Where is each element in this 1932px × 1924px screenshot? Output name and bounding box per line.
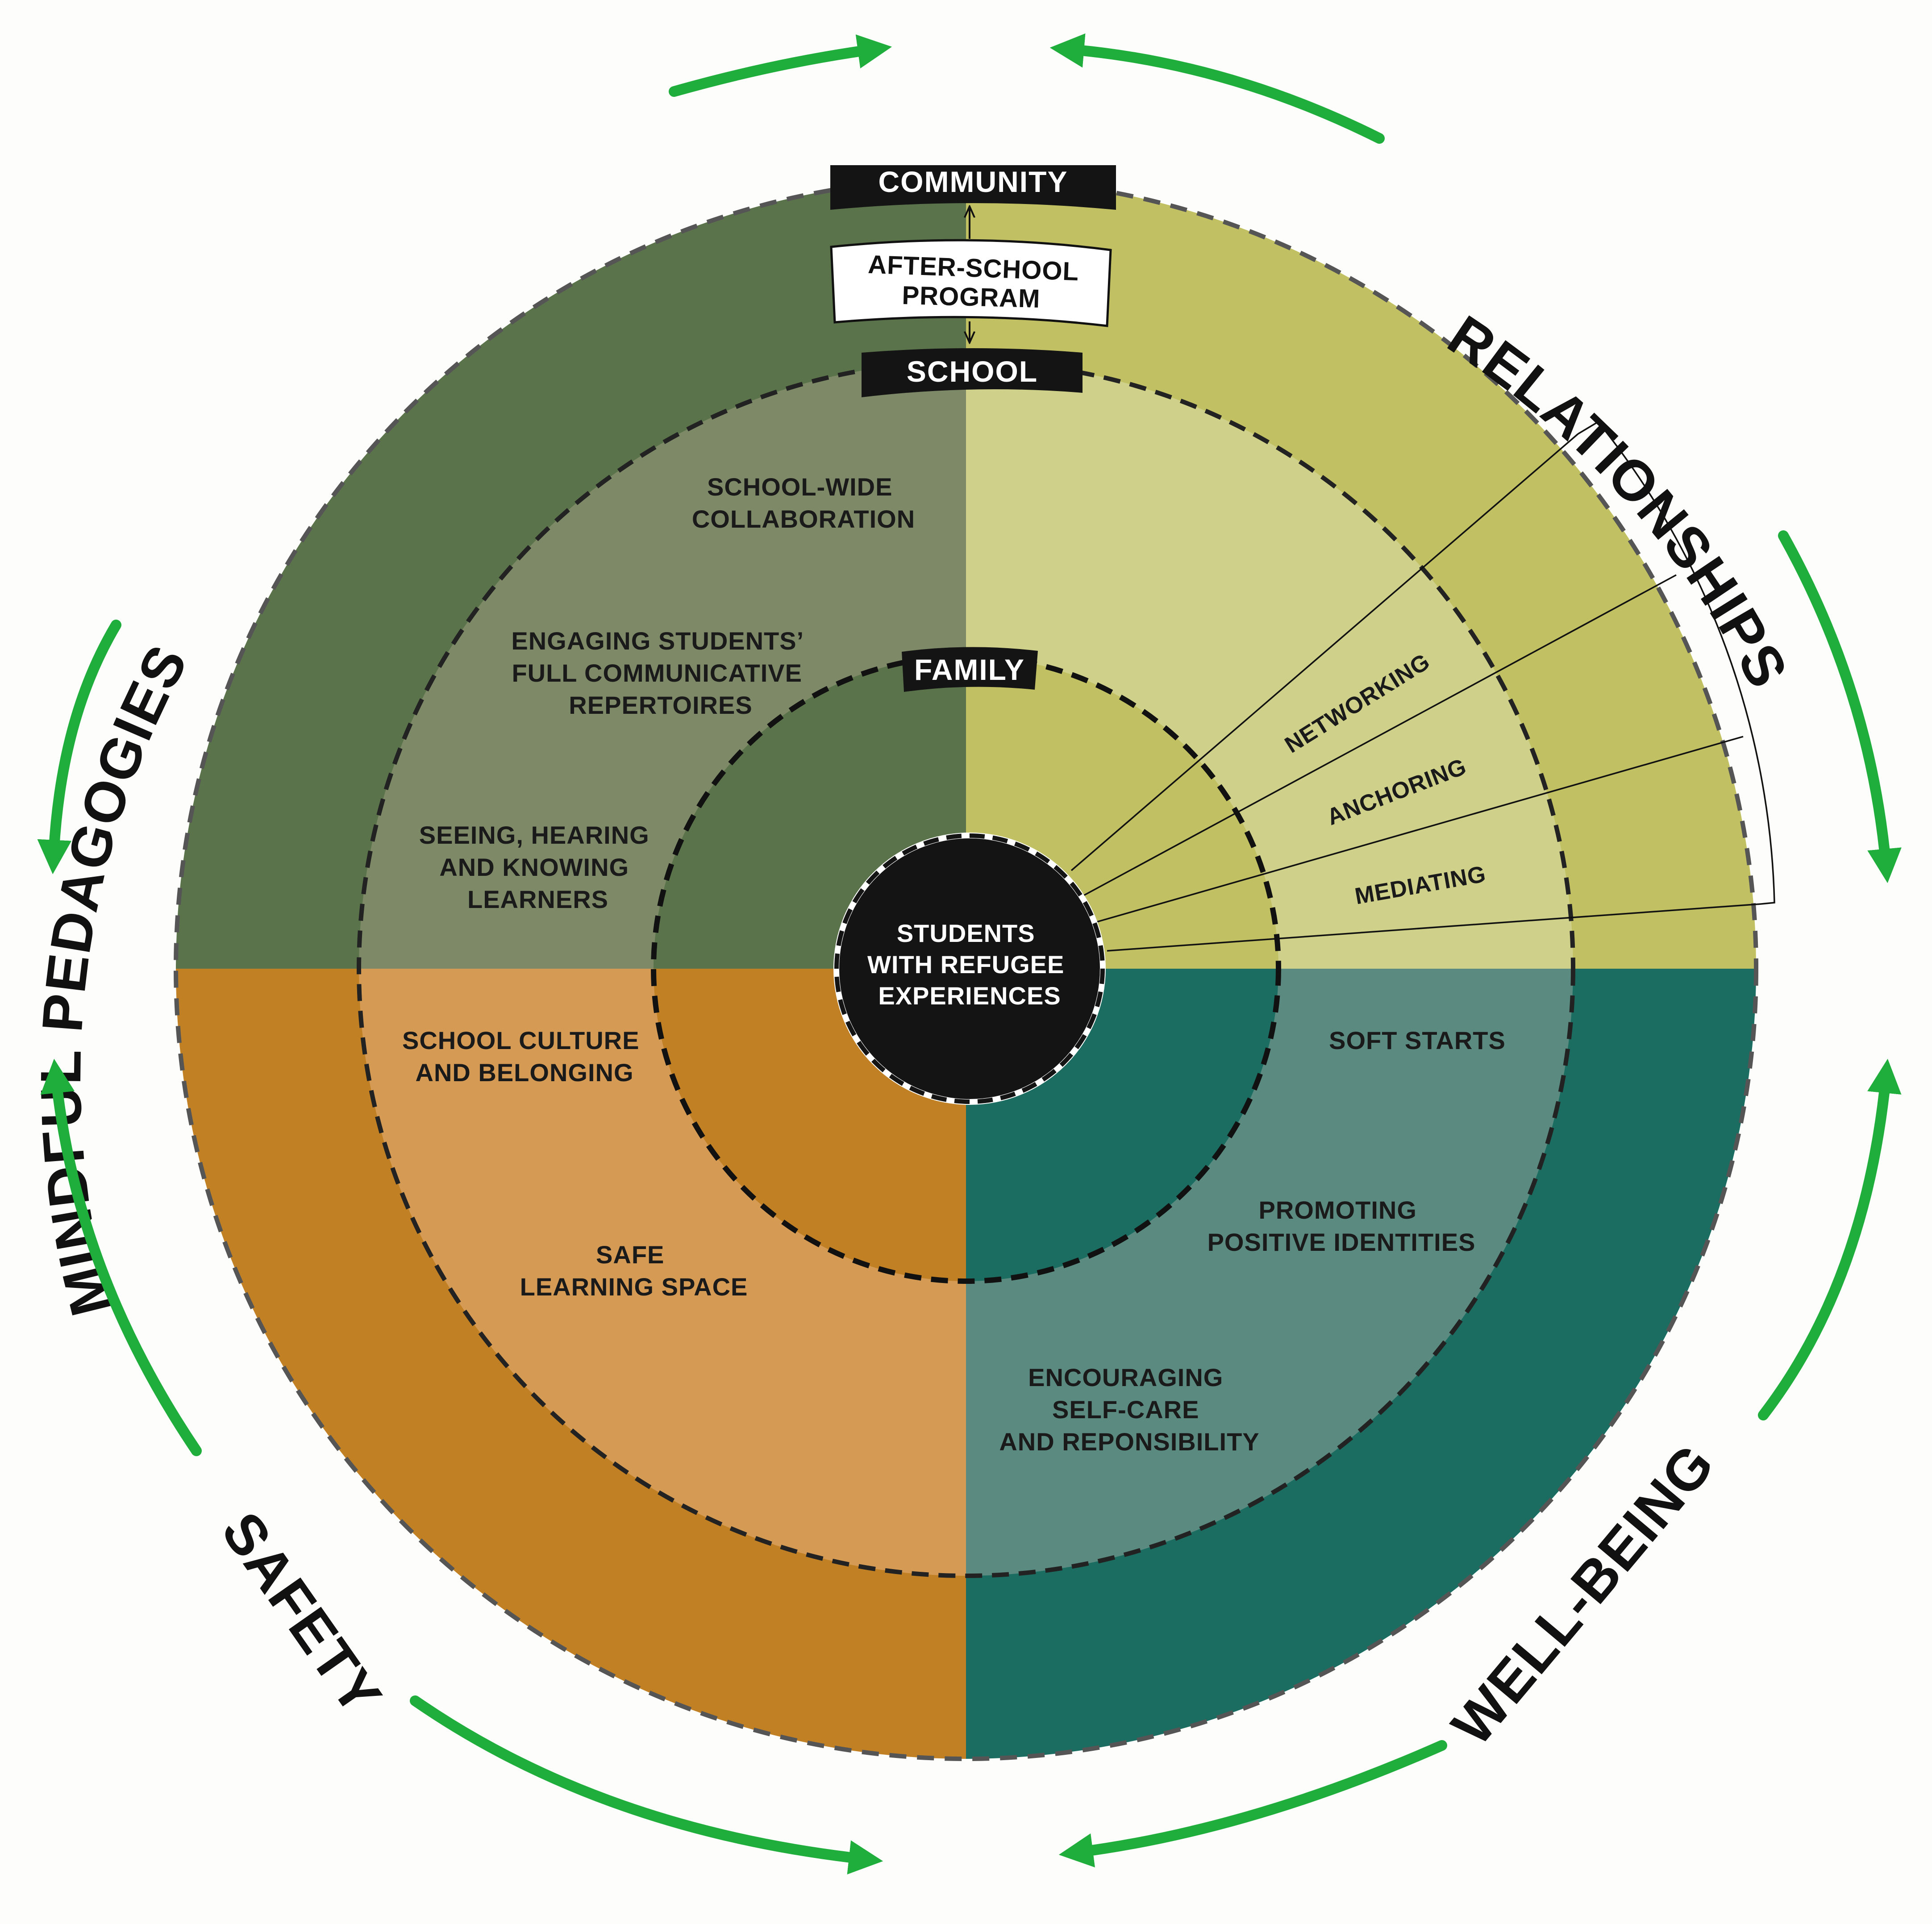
community-label: COMMUNITY xyxy=(879,165,1068,198)
cycle-arrows xyxy=(37,33,1902,1874)
green-curved-arrow-icon xyxy=(1049,33,1385,144)
practice-safe-learning-space: SAFE LEARNING SPACE xyxy=(520,1241,748,1301)
school-tag: SCHOOL xyxy=(862,348,1083,397)
green-curved-arrow-icon xyxy=(1758,1058,1902,1420)
wedge-line-1 xyxy=(1070,433,1579,871)
center-hub: STUDENTS WITH REFUGEE EXPERIENCES xyxy=(833,833,1106,1105)
relationship-wedges xyxy=(1070,421,1775,952)
practice-engaging-repertoires: ENGAGING STUDENTS’ FULL COMMUNICATIVE RE… xyxy=(511,627,810,719)
practice-promoting-positive-identities: PROMOTING POSITIVE IDENTITIES xyxy=(1208,1196,1476,1256)
after-school-label-line2: PROGRAM xyxy=(902,281,1041,313)
green-curved-arrow-icon xyxy=(40,1058,202,1456)
family-dashed-boundary xyxy=(651,654,1281,1284)
safety-practices: SCHOOL CULTURE AND BELONGING SAFE LEARNI… xyxy=(402,1026,748,1301)
community-tag-shape xyxy=(830,165,1116,210)
school-dashed-boundary xyxy=(357,359,1575,1578)
family-tag: FAMILY xyxy=(902,647,1038,692)
green-curved-arrow-icon xyxy=(1058,1740,1447,1868)
practice-encouraging-self-care: ENCOURAGING SELF-CARE AND REPONSIBILITY xyxy=(999,1363,1259,1456)
practice-school-culture-belonging: SCHOOL CULTURE AND BELONGING xyxy=(402,1026,647,1087)
center-label: STUDENTS WITH REFUGEE EXPERIENCES xyxy=(867,919,1072,1010)
practice-school-wide-collaboration: SCHOOL-WIDE COLLABORATION xyxy=(692,473,915,533)
family-tag-shape xyxy=(902,647,1038,692)
wedge-line-2 xyxy=(1080,574,1677,898)
green-curved-arrow-icon xyxy=(410,1695,883,1874)
school-label: SCHOOL xyxy=(907,355,1038,388)
green-curved-arrow-icon xyxy=(669,34,892,97)
center-dashed-ring xyxy=(834,833,1105,1104)
school-ring xyxy=(357,359,1575,1578)
wedge-line-3 xyxy=(1089,736,1744,925)
theme-safety: SAFETY xyxy=(209,1501,394,1726)
green-curved-arrow-icon xyxy=(37,620,121,875)
community-tag: COMMUNITY xyxy=(830,165,1116,210)
after-school-program-tag: AFTER-SCHOOL PROGRAM xyxy=(830,239,1112,327)
mindful-practices: SCHOOL-WIDE COLLABORATION ENGAGING STUDE… xyxy=(419,473,915,913)
practice-soft-starts: SOFT STARTS xyxy=(1329,1026,1506,1054)
center-circle xyxy=(839,838,1100,1099)
wedge-line-4 xyxy=(1107,903,1761,952)
practice-seeing-hearing-knowing: SEEING, HEARING AND KNOWING LEARNERS xyxy=(419,821,657,913)
wedge-outer-bracket xyxy=(1578,421,1775,905)
green-curved-arrow-icon xyxy=(1778,530,1902,883)
family-label: FAMILY xyxy=(914,653,1025,686)
well-being-practices: SOFT STARTS PROMOTING POSITIVE IDENTITIE… xyxy=(999,1026,1506,1456)
school-tag-shape xyxy=(862,348,1083,397)
after-school-tag-shape xyxy=(830,239,1112,327)
